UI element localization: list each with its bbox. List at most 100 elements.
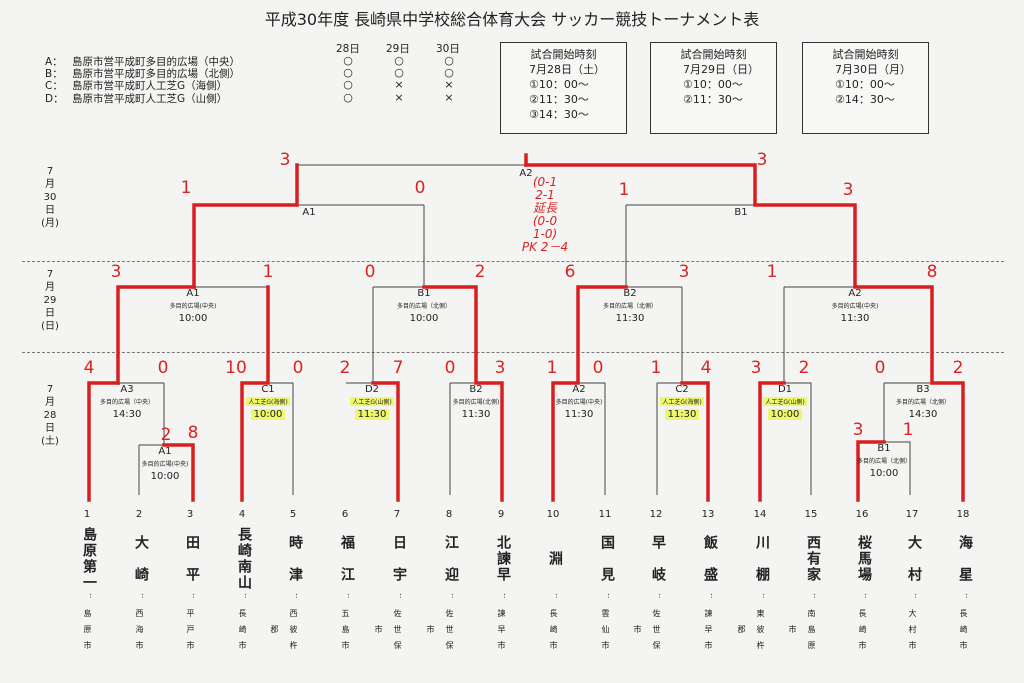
team-dots: ‥ bbox=[398, 593, 407, 599]
team-dots: ‥ bbox=[294, 593, 303, 599]
match-time: 10:00 bbox=[768, 409, 802, 420]
score-a3-r: 0 bbox=[157, 358, 169, 378]
match-name: B1 bbox=[734, 207, 748, 218]
score-qf4-l: 1 bbox=[766, 262, 778, 282]
team-name: 田 平 bbox=[184, 535, 200, 583]
team-city: 大村市 bbox=[908, 609, 917, 657]
team-name: 江 迎 bbox=[443, 535, 459, 583]
team-city: 長崎市 bbox=[959, 609, 968, 657]
team-city: 長崎市 bbox=[858, 609, 867, 657]
match-venue: 多目的広場（北側） bbox=[602, 303, 657, 310]
day-label-part: 29 bbox=[43, 295, 57, 306]
match-venue: 多目的広場(中央) bbox=[831, 303, 879, 310]
team-name: 淵 bbox=[547, 551, 563, 567]
team-number: 4 bbox=[238, 509, 246, 520]
team-dots: ‥ bbox=[140, 593, 149, 599]
team-dots: ‥ bbox=[346, 593, 355, 599]
match-time: 10:00 bbox=[409, 313, 439, 324]
match-venue: 多目的広場(中央) bbox=[555, 399, 603, 406]
match-time: 11:30 bbox=[355, 409, 389, 420]
score-c1-r: 0 bbox=[292, 358, 304, 378]
team-city: 佐世保市 bbox=[426, 609, 454, 657]
anno-line: 2-1 bbox=[535, 188, 555, 202]
day-label-part: 日 bbox=[45, 205, 55, 216]
match-venue: 人工芝G(海側) bbox=[660, 397, 704, 406]
match-time: 10:00 bbox=[869, 468, 899, 479]
team-dots: ‥ bbox=[709, 593, 718, 599]
team-dots: ‥ bbox=[450, 593, 459, 599]
team-number: 12 bbox=[649, 509, 663, 520]
team-name: 国 見 bbox=[599, 535, 615, 583]
team-number: 15 bbox=[804, 509, 818, 520]
team-city: 長崎市 bbox=[238, 609, 247, 657]
score-d2-l: 2 bbox=[339, 358, 351, 378]
schedule-date: 7月30日（月） bbox=[835, 63, 911, 76]
match-name: A1 bbox=[158, 446, 172, 457]
score-semi-r-l: 1 bbox=[618, 180, 630, 200]
score-d2-r: 7 bbox=[392, 358, 404, 378]
venue-name: 島原市営平成町人工芝G（山側） bbox=[72, 93, 228, 105]
day-label-part: (土) bbox=[41, 436, 59, 447]
team-dots: ‥ bbox=[761, 593, 770, 599]
score-d1-l: 3 bbox=[750, 358, 762, 378]
score-qf3-r: 3 bbox=[678, 262, 690, 282]
team-number: 14 bbox=[753, 509, 767, 520]
venue-code: C： bbox=[45, 80, 63, 92]
schedule-date: 7月28日（土） bbox=[529, 63, 605, 76]
score-semi-l-r: 0 bbox=[414, 178, 426, 198]
match-venue: 多目的広場（北側） bbox=[396, 303, 451, 310]
match-time: 10:00 bbox=[178, 313, 208, 324]
day-label-part: (月) bbox=[41, 218, 59, 229]
match-time: 11:30 bbox=[564, 409, 594, 420]
anno-line: 1-0) bbox=[532, 227, 558, 241]
score-c2-r: 4 bbox=[700, 358, 712, 378]
final-annotation: (0-1 2-1 延長 (0-0 1-0) PK 2－4 bbox=[490, 176, 600, 254]
schedule-time: ②11：30～ bbox=[529, 93, 589, 106]
team-dots: ‥ bbox=[812, 593, 821, 599]
team-name: 飯 盛 bbox=[702, 535, 718, 583]
day-label-part: 7 bbox=[46, 384, 54, 395]
match-name: B2 bbox=[469, 384, 483, 395]
day-label-part: 7 bbox=[46, 269, 54, 280]
anno-line: PK 2－4 bbox=[521, 240, 569, 254]
team-name: 大 村 bbox=[906, 535, 922, 583]
schedule-time: ①10：00～ bbox=[835, 78, 895, 91]
score-b2-r: 3 bbox=[494, 358, 506, 378]
team-city: 平戸市 bbox=[186, 609, 195, 657]
score-pa1-r: 8 bbox=[187, 423, 199, 443]
day-label-part: 月 bbox=[45, 179, 55, 190]
venue-mark-30: ○ bbox=[444, 66, 454, 79]
day-label-part: 月 bbox=[45, 397, 55, 408]
day-label-part: 30 bbox=[43, 192, 57, 203]
venue-mark-28: ○ bbox=[343, 66, 353, 79]
score-c1-l: 10 bbox=[225, 358, 247, 378]
schedule-box-28: 試合開始時刻 7月28日（土） ①10：00～ ②11：30～ ③14：30～ bbox=[500, 42, 627, 134]
team-dots: ‥ bbox=[606, 593, 615, 599]
venue-mark-30: ○ bbox=[444, 54, 454, 67]
score-b3-l: 0 bbox=[874, 358, 886, 378]
team-city: 島原市 bbox=[83, 609, 92, 657]
match-name: A1 bbox=[302, 207, 316, 218]
schedule-date: 7月29日（日） bbox=[683, 63, 759, 76]
schedule-time: ②11：30～ bbox=[683, 93, 743, 106]
venue-code: D： bbox=[45, 93, 64, 105]
team-number: 1 bbox=[83, 509, 91, 520]
match-name: A2 bbox=[848, 288, 862, 299]
match-time: 10:00 bbox=[150, 471, 180, 482]
anno-line: 延長 bbox=[532, 201, 557, 215]
day-label-part: 日 bbox=[45, 423, 55, 434]
score-b2-l: 0 bbox=[444, 358, 456, 378]
team-city: 南島原市 bbox=[788, 609, 816, 657]
team-city: 諫早市 bbox=[704, 609, 713, 657]
match-name: A2 bbox=[572, 384, 586, 395]
venue-name: 島原市営平成町多目的広場（中央） bbox=[72, 56, 240, 68]
score-qf1-l: 3 bbox=[110, 262, 122, 282]
team-number: 7 bbox=[393, 509, 401, 520]
day-label-part: 日 bbox=[45, 308, 55, 319]
team-name: 早 岐 bbox=[650, 535, 666, 583]
team-dots: ‥ bbox=[502, 593, 511, 599]
team-name: 日 宇 bbox=[391, 535, 407, 583]
team-number: 18 bbox=[956, 509, 970, 520]
